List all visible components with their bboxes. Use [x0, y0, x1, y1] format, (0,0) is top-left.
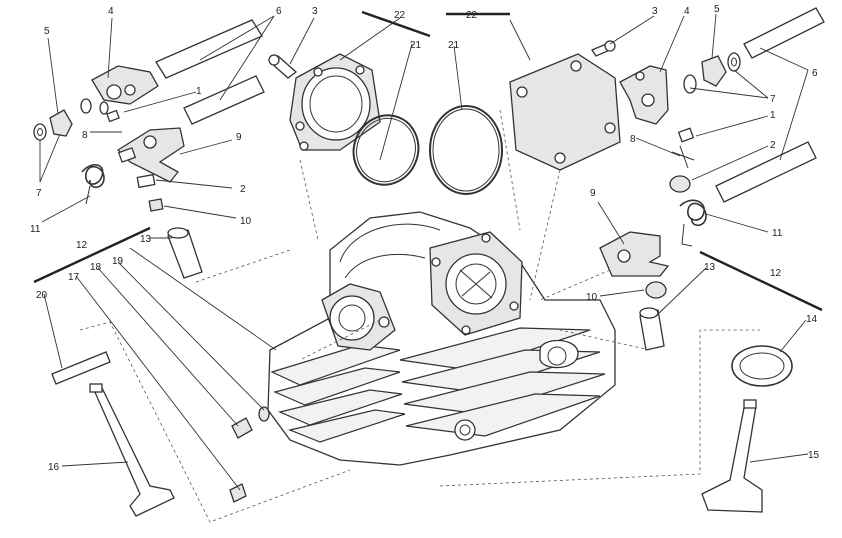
label-3-right: 3 [652, 6, 658, 17]
cover-screw-right [591, 40, 616, 57]
valve-left [51, 351, 175, 517]
label-17: 17 [68, 272, 80, 283]
label-1-right: 1 [770, 110, 776, 121]
o-ring-large [429, 105, 503, 195]
label-9-left: 9 [236, 132, 242, 143]
label-13-left: 13 [140, 234, 152, 245]
leader-lines [39, 13, 809, 491]
o-ring-small [352, 114, 420, 186]
label-10-left: 10 [240, 216, 252, 227]
label-18: 18 [90, 262, 102, 273]
label-6-right: 6 [812, 68, 818, 79]
cover-screw-left [268, 54, 298, 79]
label-1-left: 1 [196, 86, 202, 97]
label-8-right: 8 [630, 134, 636, 145]
assembly-dashed-lines [79, 109, 760, 523]
label-6-left: 6 [276, 6, 282, 17]
label-20: 20 [36, 290, 48, 301]
label-21-left: 21 [410, 40, 422, 51]
cylinder-head [267, 211, 616, 466]
label-12-left: 12 [76, 240, 88, 251]
label-21-right: 21 [448, 40, 460, 51]
label-4-left: 4 [108, 6, 114, 17]
label-13-right: 13 [704, 262, 716, 273]
head-bolts [229, 406, 270, 503]
label-16: 16 [48, 462, 60, 473]
label-4-right: 4 [684, 6, 690, 17]
label-7-left: 7 [36, 188, 42, 199]
label-3-left: 3 [312, 6, 318, 17]
label-22-right: 22 [466, 10, 478, 21]
label-8-left: 8 [82, 130, 88, 141]
label-11-left: 11 [30, 224, 41, 235]
left-cover-plate [289, 53, 381, 151]
label-5-right: 5 [714, 4, 720, 15]
label-12-right: 12 [770, 268, 782, 279]
label-19: 19 [112, 256, 124, 267]
label-10-right: 10 [586, 292, 598, 303]
label-7-right: 7 [770, 94, 776, 105]
label-2-left: 2 [240, 184, 246, 195]
group-bars [33, 10, 823, 312]
label-22-left: 22 [394, 10, 406, 21]
label-11-right: 11 [772, 228, 783, 239]
valve-right [701, 345, 793, 513]
right-cover-plate [509, 53, 621, 171]
label-14: 14 [806, 314, 818, 325]
callout-labels: 1 1 2 2 3 3 4 4 5 5 6 6 7 7 8 8 9 9 10 1… [30, 4, 820, 473]
label-9-right: 9 [590, 188, 596, 199]
label-15: 15 [808, 450, 820, 461]
label-2-right: 2 [770, 140, 776, 151]
right-rocker-parts [599, 7, 825, 351]
label-5-left: 5 [44, 26, 50, 37]
